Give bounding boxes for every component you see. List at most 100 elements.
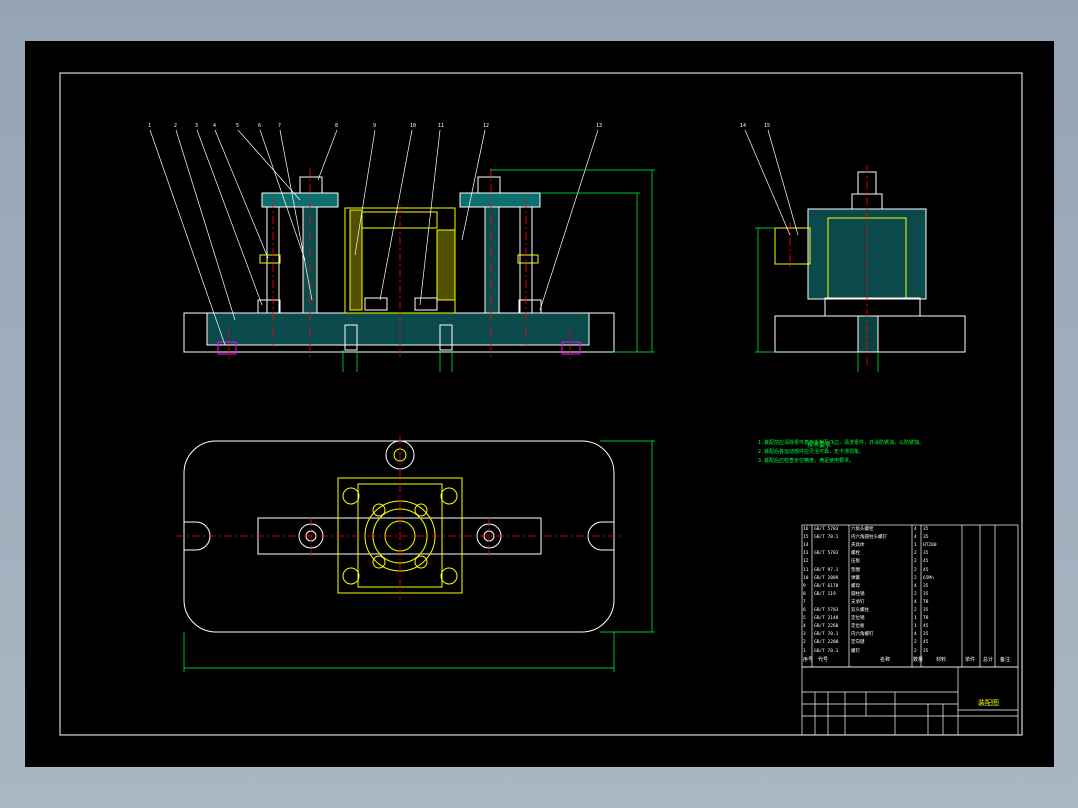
bom-cell-mat: 35 bbox=[923, 527, 929, 532]
balloon-label: 8 bbox=[335, 123, 339, 129]
bom-cell-code: GB/T 2089 bbox=[814, 575, 839, 581]
balloon-label: 14 bbox=[740, 123, 747, 129]
bom-cell-code: GB/T 97.1 bbox=[814, 567, 839, 573]
bom-cell-mat: 35 bbox=[923, 535, 929, 541]
bom-cell-name: 螺母 bbox=[851, 583, 860, 589]
balloon-label: 6 bbox=[258, 123, 262, 129]
bom-cell-code: GB/T 2208 bbox=[814, 640, 839, 646]
bom-header-cell: 名称 bbox=[880, 657, 891, 663]
bom-cell-no: 4 bbox=[803, 624, 806, 630]
bom-cell-name: 六角头螺栓 bbox=[851, 527, 874, 532]
bom-cell-mat: 35 bbox=[923, 608, 929, 613]
bom-cell-qty: 2 bbox=[914, 640, 917, 646]
bom-cell-qty: 2 bbox=[914, 575, 917, 581]
bom-cell-mat: T8 bbox=[923, 599, 929, 605]
bom-cell-no: 1 bbox=[803, 648, 806, 654]
outer-frame bbox=[59, 72, 1023, 736]
bom-header-cell: 单件 bbox=[965, 657, 976, 663]
bom-cell-mat: 45 bbox=[923, 567, 929, 573]
tech-req-line-2: 2.装配后各运动部件应灵活可靠，无卡滞现象。 bbox=[758, 449, 865, 455]
bom-cell-mat: 45 bbox=[923, 624, 929, 630]
tech-req-line-3: 3.装配后应检查定位精度，满足使用要求。 bbox=[758, 458, 855, 464]
bom-cell-qty: 2 bbox=[914, 591, 917, 597]
balloon-label: 13 bbox=[596, 123, 603, 129]
bom-cell-qty: 4 bbox=[914, 535, 917, 541]
bom-cell-no: 14 bbox=[803, 543, 809, 549]
bom-cell-qty: 2 bbox=[914, 567, 917, 573]
bom-cell-code: GB/T 2148 bbox=[814, 616, 839, 622]
balloon-label: 7 bbox=[278, 123, 282, 129]
bom-header-cell: 代号 bbox=[818, 657, 829, 663]
balloon-label: 1 bbox=[148, 123, 152, 129]
bom-cell-mat: T8 bbox=[923, 616, 929, 622]
bom-cell-code: GB/T 2260 bbox=[814, 624, 839, 630]
bom-cell-mat: 35 bbox=[923, 583, 929, 589]
bom-cell-code: GB/T 5783 bbox=[814, 551, 839, 557]
bom-cell-no: 16 bbox=[803, 527, 809, 532]
drawing-sheet[interactable] bbox=[25, 41, 1054, 767]
bom-cell-no: 11 bbox=[803, 567, 809, 573]
bom-cell-name: 压板 bbox=[851, 559, 860, 565]
bom-cell-mat: HT200 bbox=[923, 543, 937, 549]
bom-cell-code: GB/T 6170 bbox=[814, 583, 839, 589]
balloon-label: 15 bbox=[764, 123, 771, 129]
bom-cell-mat: 65Mn bbox=[923, 575, 934, 581]
bom-cell-no: 9 bbox=[803, 583, 806, 589]
front-view bbox=[183, 176, 615, 355]
bom-cell-name: 支承钉 bbox=[851, 599, 865, 605]
balloon-label: 11 bbox=[438, 123, 445, 129]
bom-cell-name: 内六角螺钉 bbox=[851, 632, 874, 638]
bom-cell-qty: 4 bbox=[914, 527, 917, 532]
bom-cell-name: 夹具体 bbox=[851, 543, 865, 549]
bom-cell-qty: 2 bbox=[914, 648, 917, 654]
bom-cell-no: 15 bbox=[803, 535, 809, 541]
bom-cell-no: 7 bbox=[803, 599, 806, 605]
side-centerlines bbox=[789, 165, 868, 365]
bom-cell-code: GB/T 70.1 bbox=[814, 632, 839, 638]
bom-cell-no: 2 bbox=[803, 640, 806, 646]
balloon-label: 9 bbox=[373, 123, 377, 129]
top-view bbox=[183, 440, 615, 633]
bom-cell-no: 3 bbox=[803, 632, 806, 638]
front-centerlines bbox=[228, 168, 571, 360]
bom-cell-name: 螺栓 bbox=[851, 551, 860, 557]
front-leaders bbox=[149, 129, 599, 346]
bom-cell-mat: 35 bbox=[923, 632, 929, 638]
bom-cell-no: 12 bbox=[803, 559, 809, 565]
bom-cell-code: GB/T 5783 bbox=[814, 527, 839, 532]
tech-req-title: 技术要求 bbox=[807, 442, 832, 449]
bom-cell-qty: 2 bbox=[914, 608, 917, 613]
side-dimensions bbox=[755, 227, 879, 372]
bom-cell-no: 6 bbox=[803, 608, 806, 613]
bom-cell-qty: 4 bbox=[914, 583, 917, 589]
balloon-label: 4 bbox=[213, 123, 217, 129]
bom-header-cell: 数量 bbox=[913, 657, 924, 663]
bom-grid bbox=[801, 524, 1019, 668]
bom-cell-mat: 35 bbox=[923, 591, 929, 597]
balloon-label: 2 bbox=[174, 123, 178, 129]
bom-cell-qty: 1 bbox=[914, 624, 917, 630]
bom-cell-mat: 45 bbox=[923, 559, 929, 565]
bom-cell-mat: 45 bbox=[923, 640, 929, 646]
bom-header-cell: 总计 bbox=[983, 657, 994, 663]
bom-cell-no: 13 bbox=[803, 551, 809, 557]
bom-header-cell: 备注 bbox=[1000, 657, 1011, 663]
tech-req-line-1: 1.装配前应清除零件表面毛刺及飞边，清洗零件，并涂防锈油，以防锈蚀。 bbox=[758, 440, 925, 446]
bom-header-cell: 序号 bbox=[803, 657, 814, 663]
bom-cell-name: 螺钉 bbox=[851, 648, 860, 654]
bom-cell-name: 定位板 bbox=[851, 624, 865, 630]
bom-cell-name: 弹簧 bbox=[851, 575, 860, 581]
front-dimensions bbox=[342, 169, 655, 372]
drawing-title: 装配图 bbox=[978, 699, 999, 707]
balloon-label: 3 bbox=[195, 123, 199, 129]
bom-cell-mat: 35 bbox=[923, 551, 929, 557]
top-dimensions bbox=[183, 440, 655, 672]
title-block-grid bbox=[801, 666, 1019, 736]
balloon-label: 5 bbox=[236, 123, 240, 129]
bom-cell-name: 双头螺柱 bbox=[851, 608, 869, 613]
bom-header-cell: 材料 bbox=[936, 657, 947, 663]
bom-cell-code: GB/T 5783 bbox=[814, 608, 839, 613]
bom-cell-name: 圆柱销 bbox=[851, 591, 865, 597]
bom-cell-qty: 4 bbox=[914, 632, 917, 638]
